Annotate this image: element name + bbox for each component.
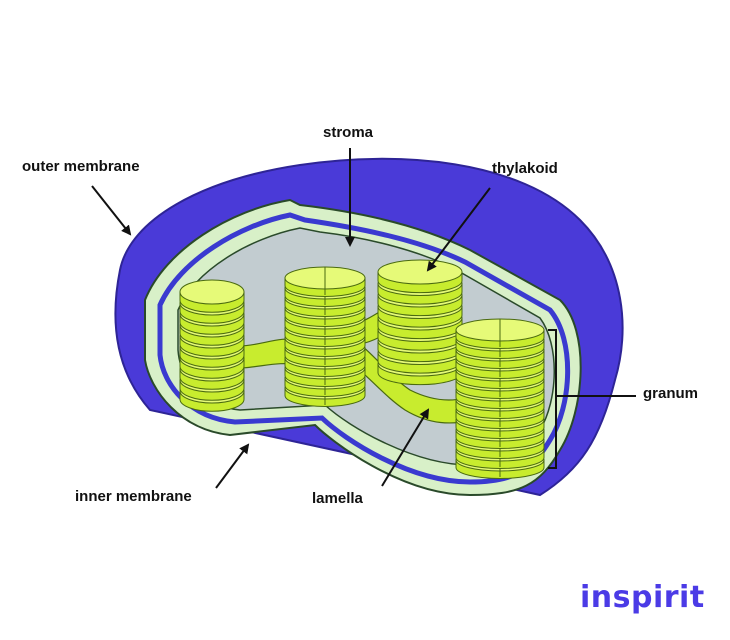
thylakoid-disc [455, 318, 545, 349]
granum-right-front [455, 318, 545, 479]
granum-left [179, 279, 245, 412]
label-stroma: stroma [323, 124, 374, 141]
thylakoid-disc [179, 279, 245, 313]
granum-center [284, 266, 366, 407]
label-lamella: lamella [312, 490, 363, 507]
brand-logo: inspirit [580, 580, 705, 615]
label-granum: granum [643, 385, 699, 402]
label-inner-membrane: inner membrane [75, 488, 192, 505]
intermembrane-line [157, 212, 571, 485]
granum-right-back [377, 259, 463, 386]
inner-membrane-arrow [215, 443, 250, 489]
label-outer-membrane: outer membrane [22, 158, 140, 175]
lamella-arrow [381, 408, 430, 487]
thylakoid-arrow [426, 187, 491, 272]
outer-membrane-arrow [91, 185, 132, 236]
granum-bracket [548, 329, 557, 469]
thylakoid-disc [377, 259, 463, 294]
label-thylakoid: thylakoid [492, 160, 558, 177]
thylakoid-disc [284, 266, 366, 297]
